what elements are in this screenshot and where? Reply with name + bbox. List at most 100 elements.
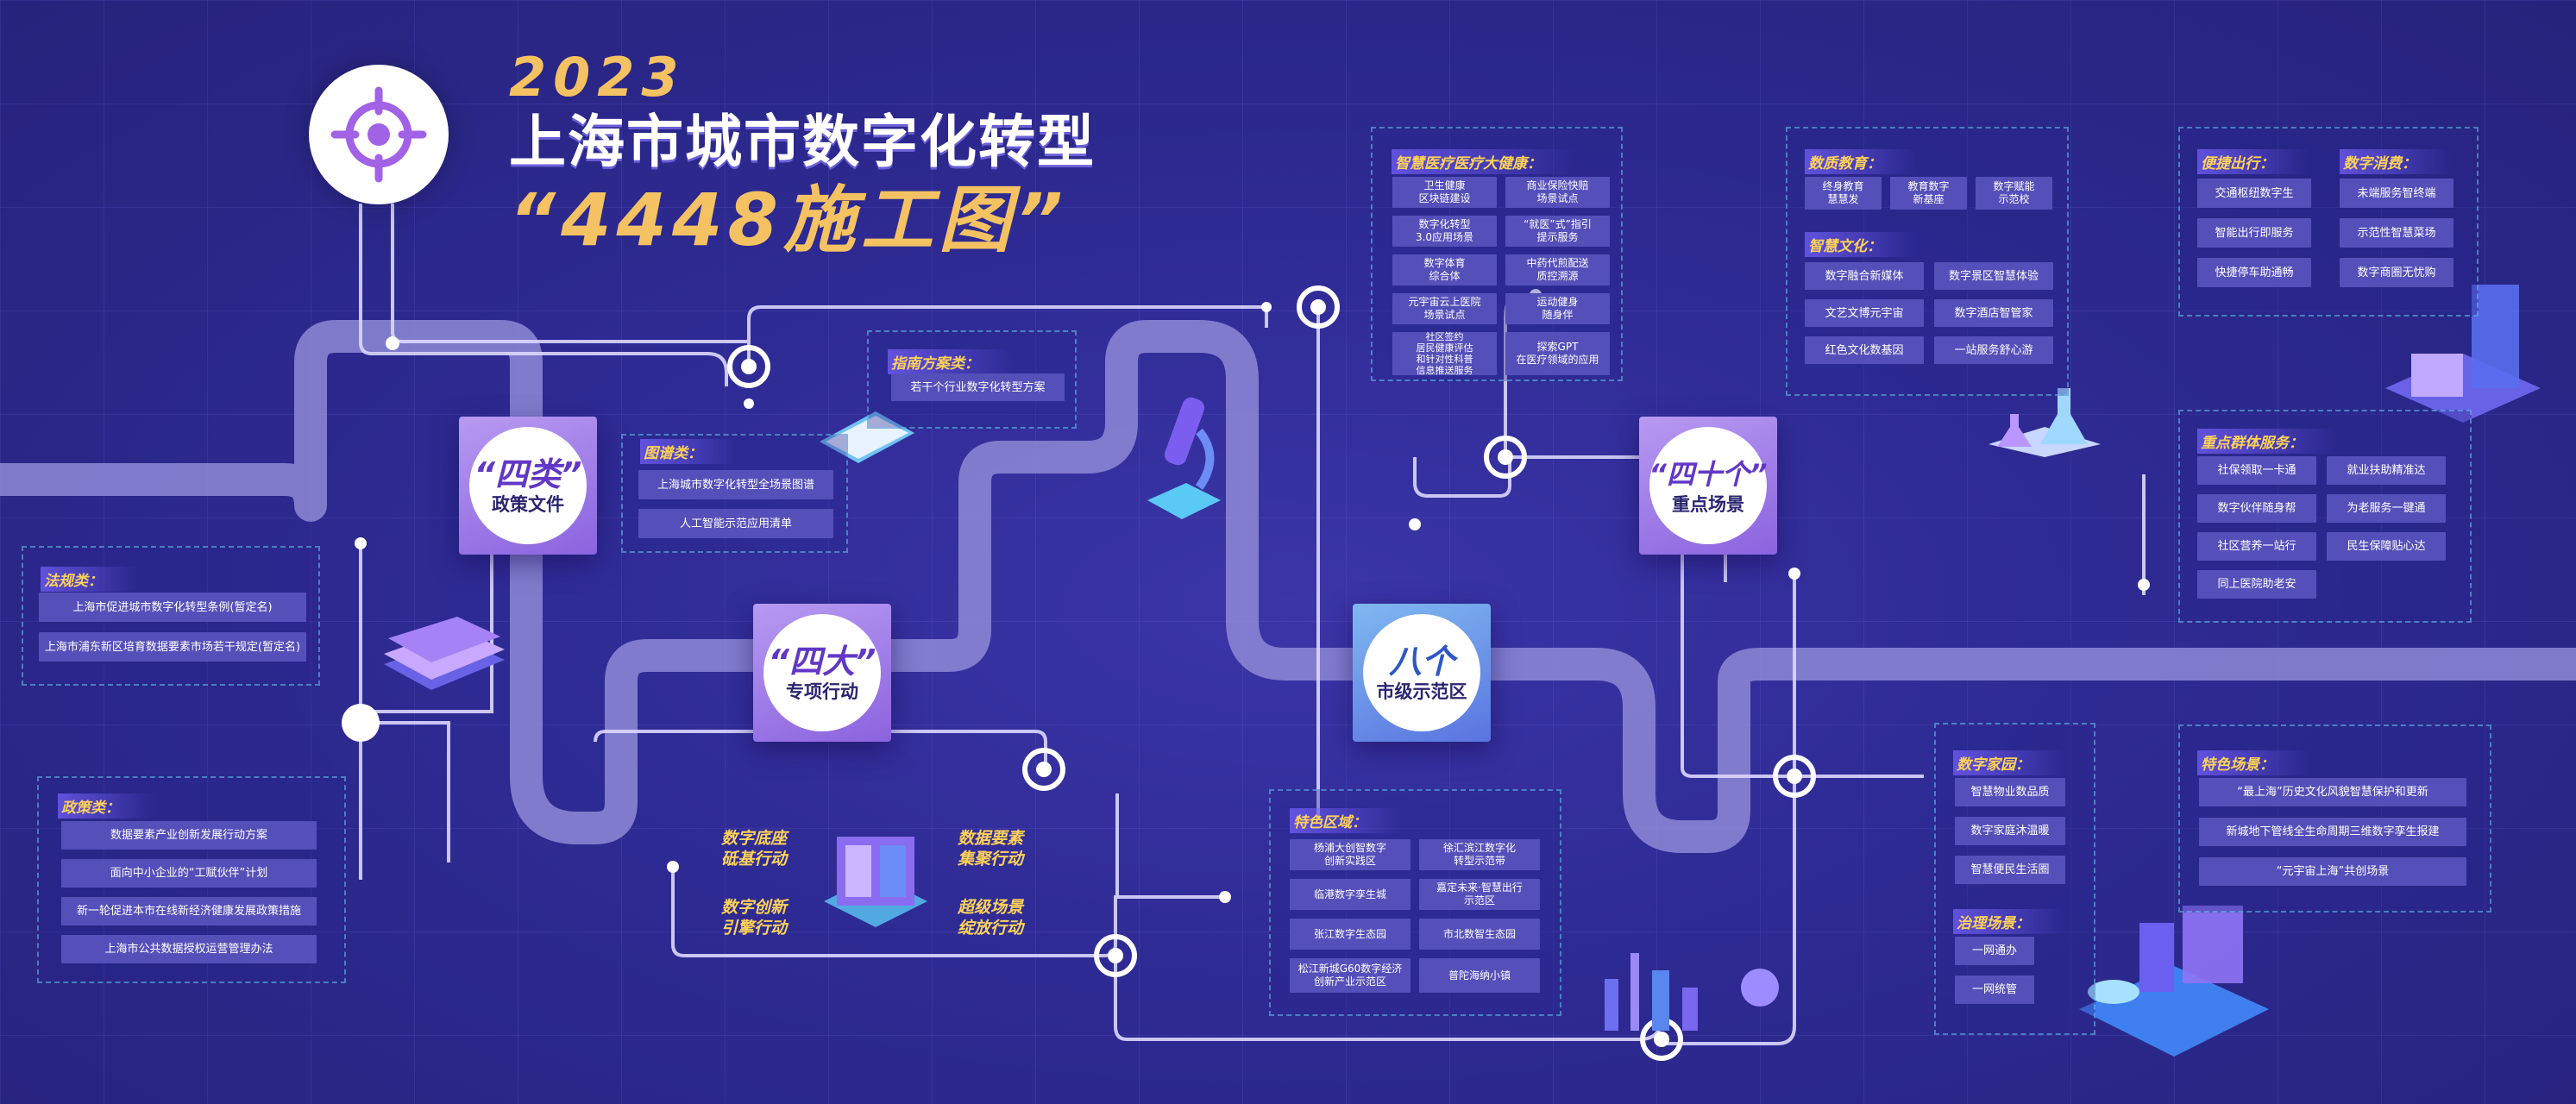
hub-special-actions[interactable]: “四大”专项行动	[753, 604, 891, 742]
crowd-item[interactable]: 同上医院助老安	[2197, 570, 2316, 599]
district-item[interactable]: 徐汇滨江数字化 转型示范带	[1419, 839, 1540, 870]
law-item[interactable]: 上海市浦东新区培育数据要素市场若干规定(暂定名)	[39, 632, 306, 662]
district-item[interactable]: 杨浦大创智数字 创新实践区	[1290, 839, 1411, 870]
edu-item[interactable]: 教育数字 新基座	[1890, 177, 1967, 210]
city-skyline-illustration	[1587, 936, 1786, 1039]
panel-law: 法规类： 上海市促进城市数字化转型条例(暂定名) 上海市浦东新区培育数据要素市场…	[22, 546, 320, 686]
panel-edu-title: 数质教育：	[1805, 149, 1916, 174]
consume-item[interactable]: 未端服务智终端	[2340, 179, 2453, 208]
district-item[interactable]: 张江数字生态园	[1290, 919, 1411, 950]
panel-home-title: 数字家园：	[1953, 750, 2064, 775]
health-item[interactable]: 商业保险快赔 场景试点	[1505, 177, 1610, 208]
district-item[interactable]: 普陀海纳小镇	[1419, 958, 1540, 993]
action-data-elements: 数据要素 集聚行动	[958, 829, 1024, 869]
hub-demo-number: 八个	[1388, 643, 1454, 681]
district-item[interactable]: 嘉定未来·智慧出行 示范区	[1419, 879, 1540, 910]
panel-policy: 政策类： 数据要素产业创新发展行动方案 面向中小企业的“工赋伙伴”计划 新一轮促…	[37, 776, 346, 983]
edu-item[interactable]: 数字赋能 示范校	[1976, 177, 2052, 210]
panel-policy-title: 政策类：	[58, 794, 154, 819]
panel-special-scene-title: 特色场景：	[2197, 750, 2309, 775]
policy-item[interactable]: 新一轮促进本市在线新经济健康发展政策措施	[61, 897, 317, 925]
crowd-item[interactable]: 为老服务一键通	[2327, 494, 2446, 523]
govern-item[interactable]: 一网统管	[1955, 975, 2034, 1004]
travel-item[interactable]: 智能出行即服务	[2197, 218, 2311, 248]
server-illustration	[815, 819, 936, 932]
crowd-item[interactable]: 社保领取一卡通	[2197, 456, 2316, 485]
district-item[interactable]: 临港数字孪生城	[1290, 879, 1411, 910]
target-icon	[309, 65, 449, 204]
health-item[interactable]: 探索GPT 在医疗领域的应用	[1505, 332, 1610, 375]
home-item[interactable]: 智慧物业数品质	[1955, 778, 2065, 806]
panel-health: 智慧医疗医疗大健康： 卫生健康 区块链建设 商业保险快赔 场景试点 数字化转型 …	[1371, 127, 1623, 381]
special-scene-item[interactable]: 新城地下管线全生命周期三维数字孪生报建	[2199, 818, 2466, 846]
health-item[interactable]: 数字体育 综合体	[1392, 254, 1497, 285]
map-item[interactable]: 上海城市数字化转型全场景图谱	[638, 470, 833, 499]
hub-scenes-label: 重点场景	[1672, 494, 1744, 515]
panel-map-title: 图谱类：	[640, 439, 737, 464]
map-item[interactable]: 人工智能示范应用清单	[638, 509, 833, 538]
panel-district: 特色区域： 杨浦大创智数字 创新实践区 徐汇滨江数字化 转型示范带 临港数字孪生…	[1269, 789, 1561, 1016]
hub-policy-number: “四类”	[474, 455, 582, 493]
action-digital-innovation: 数字创新 引擎行动	[721, 898, 788, 938]
policy-item[interactable]: 面向中小企业的“工赋伙伴”计划	[61, 859, 317, 888]
page-title: 上海市城市数字化转型	[509, 109, 1096, 175]
panel-home-govern: 数字家园： 智慧物业数品质 数字家庭沐温暖 智慧便民生活圈 治理场景： 一网通办…	[1934, 723, 2095, 1035]
consume-item[interactable]: 示范性智慧菜场	[2340, 218, 2453, 248]
crowd-item[interactable]: 社区营养一站行	[2197, 532, 2316, 561]
panel-culture-title: 智慧文化：	[1805, 232, 1916, 257]
action-digital-base: 数字底座 砥基行动	[721, 829, 788, 869]
health-item[interactable]: 社区签约 居民健康评估 和针对性科普 信息推送服务	[1392, 331, 1497, 376]
culture-item[interactable]: 文艺文博元宇宙	[1805, 299, 1924, 327]
health-item[interactable]: “就医”式”指引 提示服务	[1505, 216, 1610, 247]
panel-edu-culture: 数质教育： 终身教育 慧慧发 教育数字 新基座 数字赋能 示范校 智慧文化： 数…	[1786, 127, 2069, 396]
hub-special-label: 专项行动	[786, 681, 858, 702]
panel-crowd: 重点群体服务： 社保领取一卡通 就业扶助精准达 数字伙伴随身帮 为老服务一键通 …	[2178, 410, 2472, 623]
panel-travel-consume: 便捷出行： 数字消费： 交通枢纽数字生 智能出行即服务 快捷停车助通畅 未端服务…	[2178, 127, 2479, 317]
culture-item[interactable]: 数字景区智慧体验	[1934, 262, 2053, 290]
special-scene-item[interactable]: “元宇宙上海”共创场景	[2199, 857, 2466, 886]
special-scene-item[interactable]: “最上海”历史文化风貌智慧保护和更新	[2199, 778, 2466, 806]
hub-demo-zones[interactable]: 八个市级示范区	[1353, 604, 1491, 742]
govern-item[interactable]: 一网通办	[1955, 937, 2034, 965]
home-item[interactable]: 智慧便民生活圈	[1955, 856, 2065, 884]
policy-item[interactable]: 数据要素产业创新发展行动方案	[61, 821, 317, 850]
health-item[interactable]: 中药代煎配送 质控溯源	[1505, 254, 1610, 285]
culture-item[interactable]: 一站服务舒心游	[1934, 336, 2053, 364]
hub-key-scenes[interactable]: “四十个” 重点场景	[1639, 417, 1777, 555]
lab-flasks-illustration	[1984, 380, 2105, 457]
travel-item[interactable]: 快捷停车助通畅	[2197, 258, 2311, 287]
title-year: 2023	[509, 46, 686, 109]
panel-travel-title: 便捷出行：	[2197, 149, 2309, 174]
crowd-item[interactable]: 民生保障贴心达	[2327, 532, 2446, 561]
health-item[interactable]: 元宇宙云上医院 场景试点	[1392, 293, 1497, 324]
hub-scenes-number: “四十个”	[1649, 458, 1768, 491]
consume-item[interactable]: 数字商圈无忧购	[2340, 258, 2453, 287]
culture-item[interactable]: 红色文化数基因	[1805, 336, 1924, 364]
culture-item[interactable]: 数字融合新媒体	[1805, 262, 1924, 290]
edu-item[interactable]: 终身教育 慧慧发	[1805, 177, 1882, 210]
hub-special-number: “四大”	[768, 643, 876, 681]
panel-crowd-title: 重点群体服务：	[2197, 429, 2338, 454]
crowd-item[interactable]: 数字伙伴随身帮	[2197, 494, 2316, 523]
hub-policy-files[interactable]: “四类”政策文件	[459, 417, 597, 555]
law-item[interactable]: 上海市促进城市数字化转型条例(暂定名)	[39, 593, 306, 622]
data-dashboard-illustration	[2377, 285, 2549, 440]
guide-item[interactable]: 若干个行业数字化转型方案	[891, 373, 1065, 401]
travel-item[interactable]: 交通枢纽数字生	[2197, 179, 2311, 208]
panel-consume-title: 数字消费：	[2340, 149, 2451, 174]
district-item[interactable]: 市北数智生态园	[1419, 919, 1540, 950]
health-item[interactable]: 数字化转型 3.0应用场景	[1392, 216, 1497, 247]
hub-policy-label: 政策文件	[492, 494, 564, 515]
district-item[interactable]: 松江新城G60数字经济 创新产业示范区	[1290, 958, 1411, 993]
health-item[interactable]: 运动健身 随身伴	[1505, 293, 1610, 324]
home-item[interactable]: 数字家庭沐温暖	[1955, 817, 2065, 845]
culture-item[interactable]: 数字酒店智管家	[1934, 299, 2053, 327]
health-item[interactable]: 卫生健康 区块链建设	[1392, 177, 1497, 208]
microscope-illustration	[1139, 380, 1225, 526]
crowd-item[interactable]: 就业扶助精准达	[2327, 456, 2446, 485]
books-illustration	[380, 612, 509, 707]
policy-item[interactable]: 上海市公共数据授权运营管理办法	[61, 935, 317, 963]
